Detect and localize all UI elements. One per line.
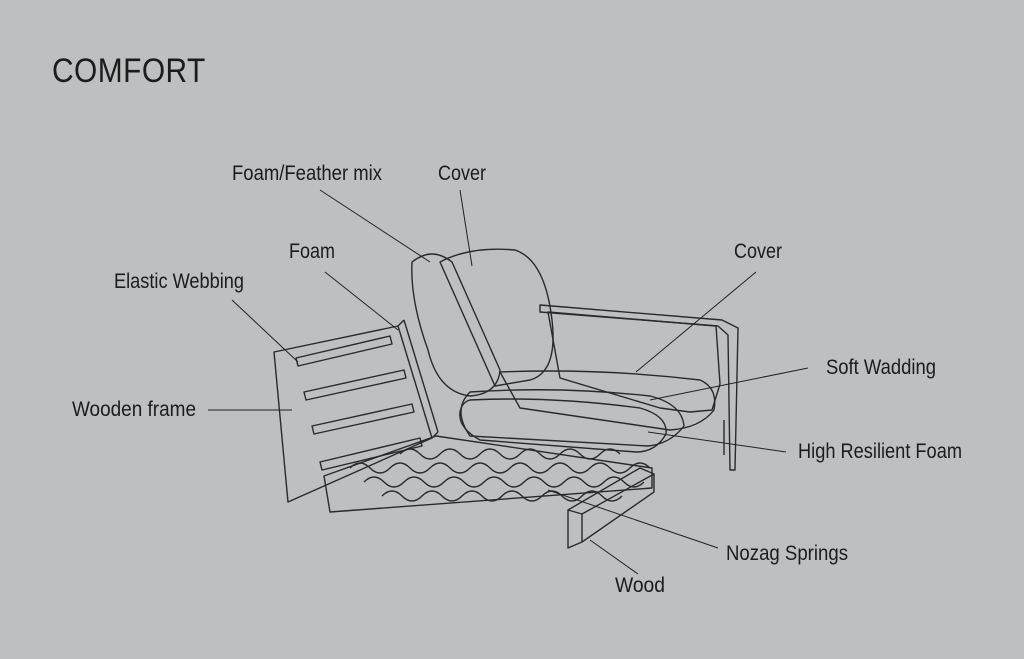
label-foam-feather-mix: Foam/Feather mix [232, 162, 382, 185]
labels: Foam/Feather mix Cover Foam Elastic Webb… [72, 162, 962, 597]
back-cushion [411, 248, 554, 397]
label-cover-right: Cover [734, 240, 782, 263]
label-foam: Foam [289, 240, 335, 263]
elastic-webbing-straps [295, 335, 423, 471]
label-high-resilient-foam: High Resilient Foam [798, 440, 962, 463]
wood-rail [567, 467, 655, 549]
seat-cushion [459, 370, 716, 453]
sofa-arm-body [539, 304, 739, 471]
label-soft-wadding: Soft Wadding [826, 356, 936, 379]
label-elastic-webbing: Elastic Webbing [114, 270, 244, 293]
label-wood: Wood [615, 574, 665, 597]
page-title: COMFORT [52, 52, 206, 90]
label-nozag-springs: Nozag Springs [726, 542, 848, 565]
label-wooden-frame: Wooden frame [72, 398, 196, 421]
nozag-springs [349, 448, 651, 502]
leader-lines [208, 189, 809, 575]
label-cover-top: Cover [438, 162, 486, 185]
seat-base-rails [323, 435, 653, 513]
